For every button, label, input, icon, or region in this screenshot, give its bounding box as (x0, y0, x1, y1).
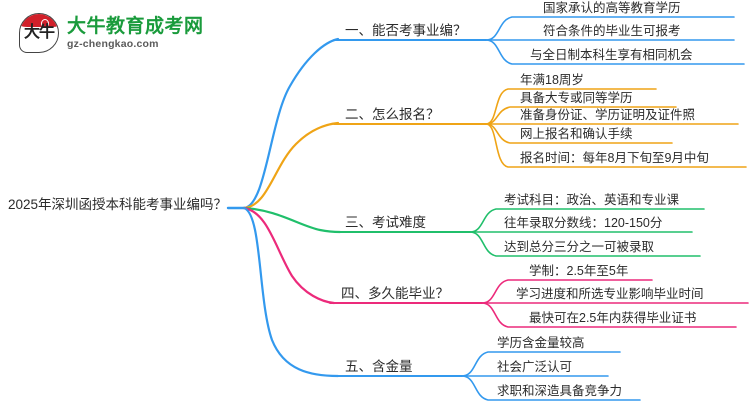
branch-4-leaf-3[interactable]: 最快可在2.5年内获得毕业证书 (529, 311, 697, 325)
badge-dot-icon (41, 19, 49, 28)
branch-2-leaf-4[interactable]: 网上报名和确认手续 (520, 127, 633, 141)
branch-4-leaf-1[interactable]: 学制：2.5年至5年 (529, 264, 629, 278)
branch-label-5[interactable]: 五、含金量 (345, 359, 413, 374)
daniu-badge-icon: 大牛 (18, 12, 60, 54)
branch-3-leaf-2[interactable]: 往年录取分数线：120-150分 (504, 216, 663, 230)
branch-1-leaf-2[interactable]: 符合条件的毕业生可报考 (543, 24, 681, 38)
branch-5-connector (242, 206, 340, 378)
branch-5-leaf-2[interactable]: 社会广泛认可 (497, 360, 573, 374)
speech-bubble-shape (19, 13, 59, 53)
branch-5-leaf-1[interactable]: 学历含金量较高 (497, 336, 585, 350)
branch-3-leaf-1[interactable]: 考试科目：政治、英语和专业课 (504, 193, 680, 207)
central-topic[interactable]: 2025年深圳函授本科能考事业编吗？ (8, 197, 228, 212)
logo-domain: gz-chengkao.com (67, 38, 159, 50)
branch-4-connector (242, 206, 336, 305)
branch-4-leaf-2[interactable]: 学习进度和所选专业影响毕业时间 (516, 287, 704, 301)
branch-3-connector (242, 206, 342, 234)
branch-2-leaf-5[interactable]: 报名时间：每年8月下旬至9月中旬 (520, 151, 709, 165)
branch-2-leaf-1[interactable]: 年满18周岁 (520, 73, 584, 87)
branch-label-1[interactable]: 一、能否考事业编？ (345, 23, 467, 38)
branch-5-leaf-3[interactable]: 求职和深造具备竞争力 (497, 384, 623, 398)
logo-wordmark: 大牛教育成考网 gz-chengkao.com (67, 16, 204, 50)
logo-title: 大牛教育成考网 (67, 16, 204, 37)
branch-label-2[interactable]: 二、怎么报名？ (345, 107, 440, 122)
branch-2-leaf-2[interactable]: 具备大专或同等学历 (520, 91, 633, 105)
site-logo: 大牛 大牛教育成考网 gz-chengkao.com (18, 10, 233, 56)
branch-1-connector (242, 37, 340, 210)
branch-label-4[interactable]: 四、多久能毕业？ (341, 286, 449, 301)
logo-mark-text: 大牛 (23, 24, 55, 41)
branch-label-3[interactable]: 三、考试难度 (345, 215, 426, 230)
branch-3-leaf-3[interactable]: 达到总分三分之一可被录取 (504, 240, 655, 254)
branch-2-connector (242, 121, 340, 210)
branch-1-leaf-3[interactable]: 与全日制本科生享有相同机会 (530, 48, 693, 62)
branch-1-leaf-1[interactable]: 国家承认的高等教育学历 (543, 1, 681, 15)
branch-2-leaf-3[interactable]: 准备身份证、学历证明及证件照 (520, 108, 696, 122)
